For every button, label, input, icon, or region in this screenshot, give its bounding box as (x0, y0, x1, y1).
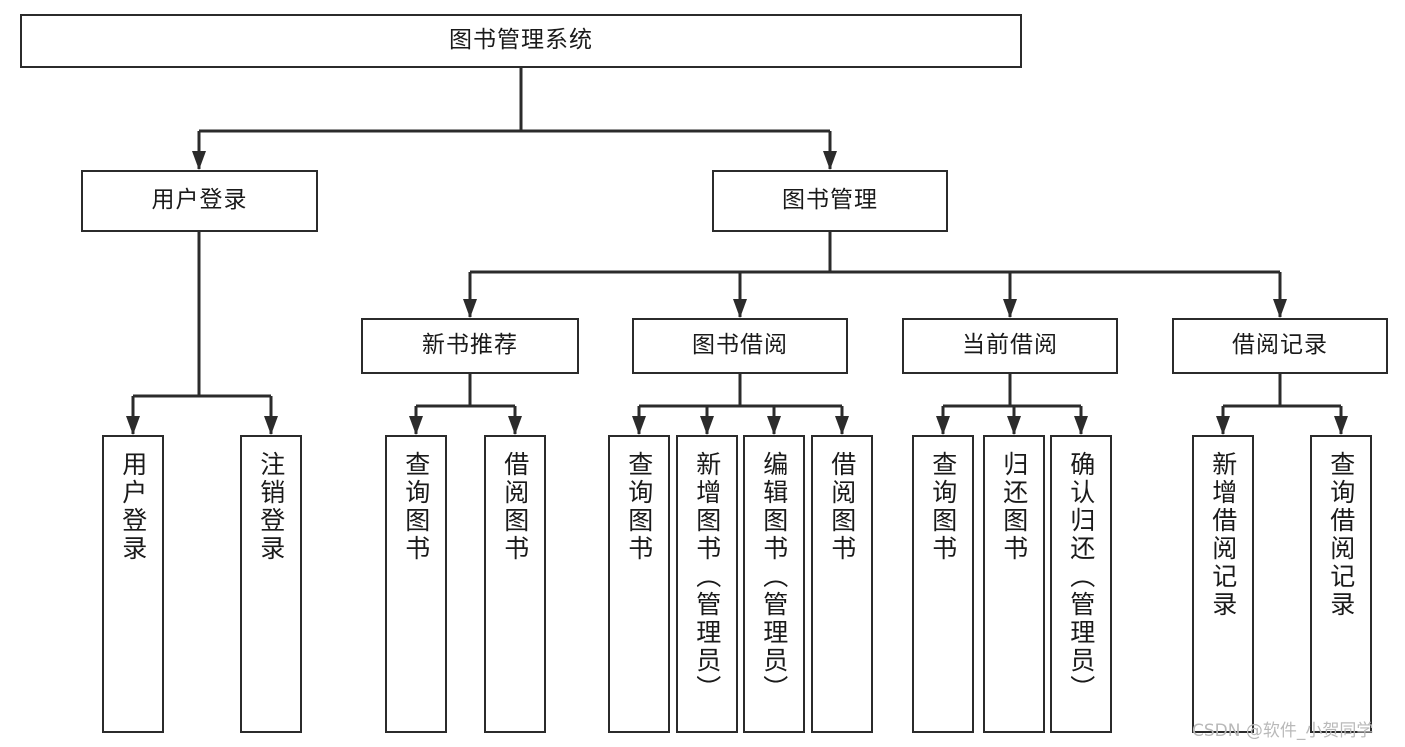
node-leaf-1[interactable]: 注销登录 (240, 435, 302, 733)
node-level3-1[interactable]: 图书借阅 (632, 318, 848, 374)
node-leaf-8[interactable]: 查询图书 (912, 435, 974, 733)
node-label: 图书管理系统 (449, 27, 593, 54)
node-leaf-0[interactable]: 用户登录 (102, 435, 164, 733)
node-leaf-2[interactable]: 查询图书 (385, 435, 447, 733)
node-label: 查询图书 (624, 451, 654, 563)
node-leaf-10[interactable]: 确认归还（管理员） (1050, 435, 1112, 733)
node-level3-0[interactable]: 新书推荐 (361, 318, 579, 374)
node-leaf-6[interactable]: 编辑图书（管理员） (743, 435, 805, 733)
node-label: 用户登录 (151, 187, 248, 214)
node-root[interactable]: 图书管理系统 (20, 14, 1022, 68)
node-label: 新增借阅记录 (1208, 451, 1238, 619)
node-label: 查询图书 (401, 451, 431, 563)
node-leaf-7[interactable]: 借阅图书 (811, 435, 873, 733)
node-level2-1[interactable]: 图书管理 (712, 170, 948, 232)
node-label: 查询借阅记录 (1326, 451, 1356, 619)
node-label: 编辑图书（管理员） (759, 451, 789, 703)
node-leaf-9[interactable]: 归还图书 (983, 435, 1045, 733)
node-leaf-4[interactable]: 查询图书 (608, 435, 670, 733)
node-label: 确认归还（管理员） (1066, 451, 1096, 703)
node-label: 图书借阅 (692, 332, 788, 359)
node-leaf-3[interactable]: 借阅图书 (484, 435, 546, 733)
node-label: 借阅图书 (500, 451, 530, 563)
node-leaf-11[interactable]: 新增借阅记录 (1192, 435, 1254, 733)
node-label: 新增图书（管理员） (692, 451, 722, 703)
watermark-label: CSDN @软件_小贺同学 (1192, 721, 1374, 741)
node-leaf-5[interactable]: 新增图书（管理员） (676, 435, 738, 733)
node-label: 新书推荐 (422, 332, 518, 359)
node-leaf-12[interactable]: 查询借阅记录 (1310, 435, 1372, 733)
node-label: 归还图书 (999, 451, 1029, 563)
node-label: 查询图书 (928, 451, 958, 563)
node-label: 图书管理 (782, 187, 878, 214)
node-level2-0[interactable]: 用户登录 (81, 170, 318, 232)
node-label: 借阅记录 (1232, 332, 1328, 359)
node-level3-2[interactable]: 当前借阅 (902, 318, 1118, 374)
node-label: 借阅图书 (827, 451, 857, 563)
node-label: 注销登录 (256, 451, 286, 563)
node-label: 当前借阅 (962, 332, 1058, 359)
node-label: 用户登录 (118, 451, 148, 563)
node-level3-3[interactable]: 借阅记录 (1172, 318, 1388, 374)
